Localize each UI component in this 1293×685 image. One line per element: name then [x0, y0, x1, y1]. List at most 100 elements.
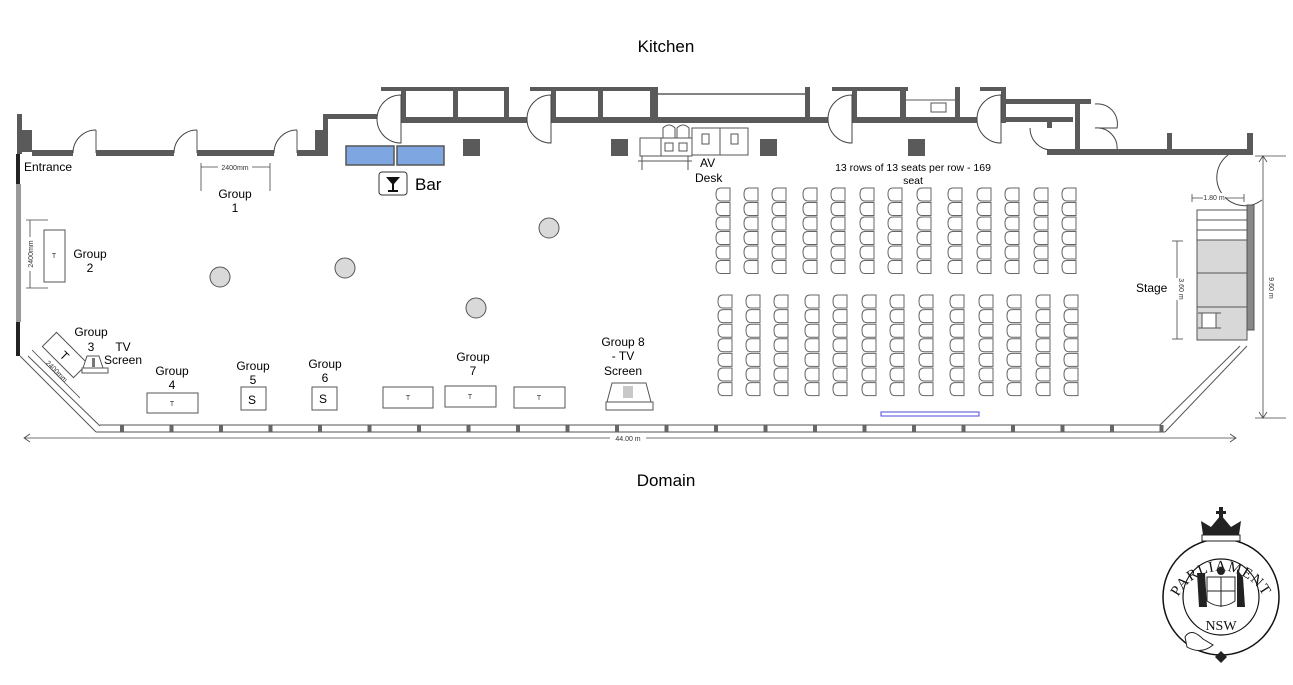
seat[interactable]: [947, 245, 963, 260]
seat[interactable]: [947, 216, 963, 231]
seat[interactable]: [1006, 352, 1022, 367]
seat[interactable]: [715, 260, 731, 274]
seat[interactable]: [743, 245, 759, 260]
seat[interactable]: [859, 216, 875, 231]
seat[interactable]: [978, 382, 994, 397]
seat[interactable]: [976, 245, 992, 260]
seat[interactable]: [1063, 309, 1079, 324]
seat[interactable]: [717, 294, 733, 309]
seat[interactable]: [916, 216, 932, 231]
seat[interactable]: [802, 231, 818, 245]
seat[interactable]: [830, 216, 846, 231]
seat[interactable]: [859, 202, 875, 216]
seat[interactable]: [830, 260, 846, 274]
seat[interactable]: [832, 309, 848, 324]
seat[interactable]: [832, 323, 848, 338]
seat[interactable]: [1004, 216, 1020, 231]
seat[interactable]: [773, 294, 789, 309]
seat[interactable]: [745, 338, 761, 353]
seat[interactable]: [1063, 382, 1079, 397]
seat[interactable]: [743, 231, 759, 245]
seat[interactable]: [1033, 202, 1049, 216]
seat[interactable]: [804, 294, 820, 309]
seat[interactable]: [745, 367, 761, 382]
seat[interactable]: [1063, 338, 1079, 353]
seat[interactable]: [1004, 187, 1020, 202]
seat[interactable]: [771, 231, 787, 245]
seat[interactable]: [916, 260, 932, 274]
seat[interactable]: [947, 187, 963, 202]
seat[interactable]: [743, 202, 759, 216]
group-4-table[interactable]: T: [146, 392, 199, 414]
seat[interactable]: [861, 323, 877, 338]
seat[interactable]: [802, 202, 818, 216]
seat[interactable]: [773, 323, 789, 338]
group-7-table-2[interactable]: T: [444, 385, 497, 408]
seat[interactable]: [859, 245, 875, 260]
seat[interactable]: [832, 352, 848, 367]
entrance-door[interactable]: [16, 154, 20, 184]
seat[interactable]: [976, 202, 992, 216]
seat[interactable]: [1061, 187, 1077, 202]
seat[interactable]: [1006, 309, 1022, 324]
seat[interactable]: [947, 231, 963, 245]
seat[interactable]: [976, 187, 992, 202]
seat[interactable]: [889, 382, 905, 397]
seat[interactable]: [804, 367, 820, 382]
seat[interactable]: [1006, 382, 1022, 397]
seat[interactable]: [949, 294, 965, 309]
seat[interactable]: [771, 202, 787, 216]
seat[interactable]: [918, 294, 934, 309]
seat[interactable]: [978, 294, 994, 309]
seat[interactable]: [918, 352, 934, 367]
group-3-table[interactable]: T: [41, 331, 89, 379]
seat[interactable]: [830, 231, 846, 245]
seat[interactable]: [949, 338, 965, 353]
seat[interactable]: [1063, 294, 1079, 309]
seat[interactable]: [717, 367, 733, 382]
seat[interactable]: [1035, 352, 1051, 367]
seat[interactable]: [802, 245, 818, 260]
seat[interactable]: [1035, 294, 1051, 309]
seat[interactable]: [887, 260, 903, 274]
seat[interactable]: [861, 294, 877, 309]
seat[interactable]: [832, 382, 848, 397]
seat[interactable]: [918, 323, 934, 338]
seat[interactable]: [743, 216, 759, 231]
seat[interactable]: [889, 309, 905, 324]
seat[interactable]: [802, 216, 818, 231]
seat[interactable]: [773, 338, 789, 353]
seat[interactable]: [887, 231, 903, 245]
seat[interactable]: [802, 260, 818, 274]
seat[interactable]: [918, 367, 934, 382]
seat[interactable]: [861, 352, 877, 367]
seat[interactable]: [1006, 294, 1022, 309]
seat[interactable]: [1061, 245, 1077, 260]
seat[interactable]: [1063, 352, 1079, 367]
seat[interactable]: [804, 338, 820, 353]
seat[interactable]: [773, 367, 789, 382]
seat[interactable]: [978, 309, 994, 324]
seat[interactable]: [804, 309, 820, 324]
seat[interactable]: [1006, 367, 1022, 382]
seat[interactable]: [976, 231, 992, 245]
seat[interactable]: [745, 294, 761, 309]
group-7-table-3[interactable]: T: [513, 386, 566, 409]
seat[interactable]: [832, 294, 848, 309]
round-table[interactable]: [334, 257, 356, 279]
round-table[interactable]: [209, 266, 231, 288]
seat[interactable]: [717, 352, 733, 367]
seat[interactable]: [889, 367, 905, 382]
seat[interactable]: [1035, 338, 1051, 353]
seat[interactable]: [1035, 323, 1051, 338]
seat[interactable]: [1004, 260, 1020, 274]
seat[interactable]: [715, 187, 731, 202]
seat[interactable]: [978, 323, 994, 338]
seat[interactable]: [832, 367, 848, 382]
seat[interactable]: [1006, 338, 1022, 353]
seat[interactable]: [887, 187, 903, 202]
seat[interactable]: [976, 216, 992, 231]
seat[interactable]: [916, 231, 932, 245]
group-2-table[interactable]: T: [43, 229, 66, 283]
seat[interactable]: [947, 202, 963, 216]
